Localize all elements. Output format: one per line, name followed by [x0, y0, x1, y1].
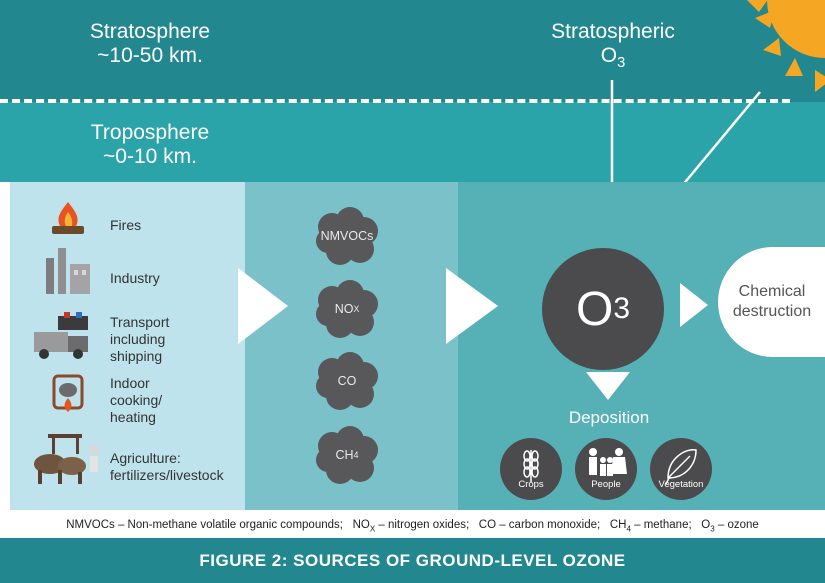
deposition-label: Deposition [568, 408, 650, 427]
legend-ch4: CH4 – methane; [609, 519, 692, 534]
arrow-right-3 [680, 283, 708, 327]
factory-icon [46, 248, 90, 294]
source-transport: Transport including shipping [110, 314, 170, 364]
troposphere-label: Troposphere ~0-10 km. [80, 121, 220, 169]
arrow-right-2 [446, 268, 498, 344]
stratospheric-o3-formula: O3 [600, 44, 626, 72]
source-fires: Fires [110, 217, 142, 233]
people-circle: People [575, 438, 637, 500]
abbreviations-legend: NMVOCs – Non-methane volatile organic co… [0, 512, 825, 538]
stratosphere-label: Stratosphere ~10-50 km. [80, 20, 220, 68]
family-icon [589, 448, 627, 476]
arrow-down-deposition [586, 372, 630, 400]
source-industry: Industry [110, 270, 160, 286]
crops-circle: Crops [500, 438, 562, 500]
source-agriculture: Agriculture: fertilizers/livestock [110, 450, 224, 483]
vegetation-circle: Vegetation [650, 438, 712, 500]
legend-nox: NOX – nitrogen oxides; [352, 519, 470, 534]
troposphere-band [0, 102, 825, 182]
leaf-icon [665, 449, 697, 485]
sun-icon [747, 0, 825, 92]
people-label: People [591, 479, 621, 490]
wheat-icon [523, 450, 539, 482]
cooking-pot-icon [52, 374, 84, 412]
truck-ship-icon [34, 312, 88, 359]
nmvocs-label: NMVOCs [320, 229, 374, 243]
source-cooking: Indoor cooking/ heating [110, 375, 163, 425]
legend-nmvocs: NMVOCs – Non-methane volatile organic co… [66, 519, 343, 531]
troposphere-name: Troposphere [90, 121, 210, 144]
legend-co: CO – carbon monoxide; [478, 519, 601, 531]
figure-title: FIGURE 2: SOURCES OF GROUND-LEVEL OZONE [0, 538, 825, 583]
stratosphere-band [0, 0, 825, 102]
tropopause-line [0, 99, 790, 103]
fire-icon [52, 202, 84, 234]
nmvocs-cloud: NMVOCs [312, 205, 382, 267]
co-label: CO [337, 374, 357, 388]
legend-o3: O3 – ozone [701, 519, 759, 534]
troposphere-altitude: ~0-10 km. [103, 145, 197, 168]
co-cloud: CO [312, 350, 382, 412]
stratosphere-altitude: ~10-50 km. [97, 44, 203, 67]
chemical-destruction: Chemical destruction [718, 247, 825, 357]
arrow-right-1 [238, 268, 288, 344]
vegetation-label: Vegetation [658, 479, 704, 490]
ox-plow-icon [34, 434, 99, 484]
stratosphere-name: Stratosphere [89, 20, 211, 43]
stratospheric-o3-line1: Stratospheric [551, 20, 675, 43]
crops-label: Crops [518, 479, 544, 490]
stratospheric-o3-label: Stratospheric O3 [533, 20, 693, 75]
